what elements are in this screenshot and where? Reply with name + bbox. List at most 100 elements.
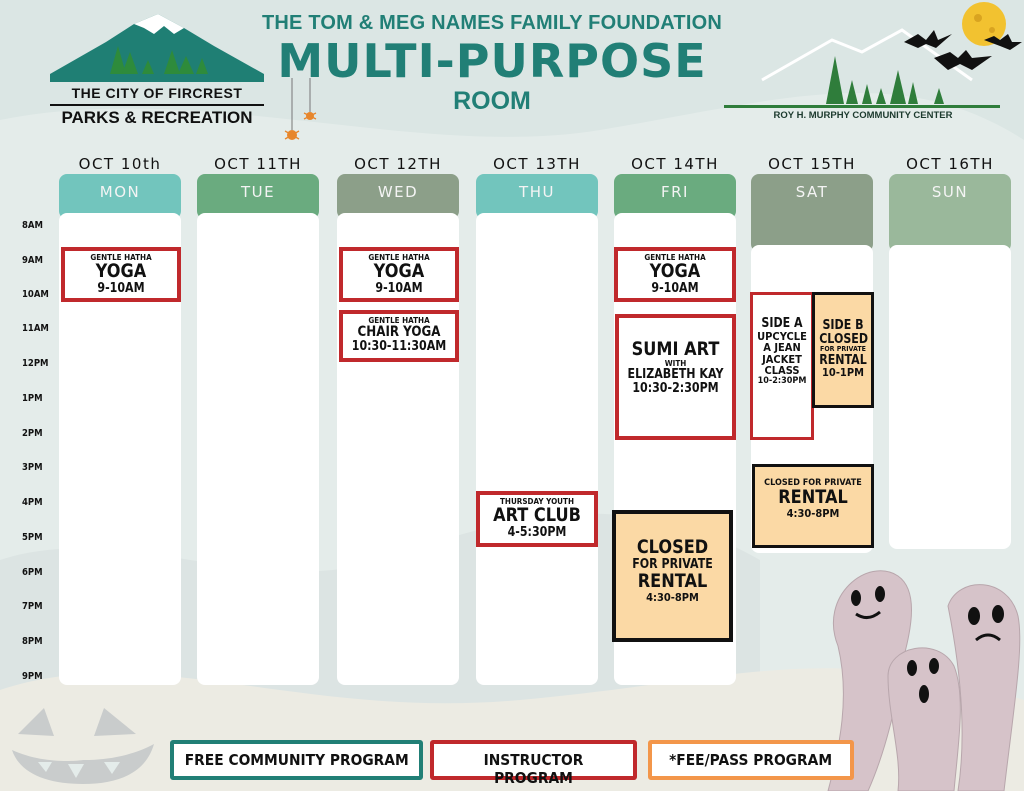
legend-label: *FEE/PASS PROGRAM: [669, 751, 833, 769]
event-subtitle: FOR PRIVATE: [632, 556, 713, 572]
event-sat-side-a[interactable]: SIDE A UPCYCLE A JEAN JACKET CLASS 10-2:…: [750, 292, 814, 440]
event-sat-closed-rental[interactable]: CLOSED FOR PRIVATE RENTAL 4:30-8PM: [752, 464, 874, 548]
hour-label: 12PM: [22, 358, 49, 369]
event-title-line: RENTAL: [637, 569, 708, 592]
hour-label: 9AM: [22, 255, 43, 266]
legend-label: INSTRUCTOR PROGRAM: [483, 751, 584, 787]
city-name: THE CITY OF FIRCREST: [71, 85, 243, 101]
legend-label: FREE COMMUNITY PROGRAM: [184, 751, 409, 769]
hour-label: 3PM: [22, 462, 43, 473]
day-body[interactable]: [889, 245, 1011, 549]
event-subtitle: CLOSED FOR PRIVATE: [764, 478, 862, 488]
legend-instructor: INSTRUCTOR PROGRAM: [430, 740, 637, 787]
legend-fee-pass: *FEE/PASS PROGRAM: [648, 740, 854, 780]
event-title: CHAIR YOGA: [357, 324, 441, 341]
day-body[interactable]: [476, 213, 598, 685]
hour-label: 1PM: [22, 393, 43, 404]
event-line: CLOSED: [819, 331, 869, 347]
hour-label: 10AM: [22, 289, 49, 300]
page-title: MULTI-PURPOSE: [277, 34, 707, 88]
event-title: ART CLUB: [493, 504, 581, 527]
hour-label: 5PM: [22, 532, 43, 543]
day-header: FRI: [614, 174, 736, 219]
event-time: 10:30-2:30PM: [632, 380, 719, 396]
day-date: OCT 15TH: [768, 155, 856, 173]
day-body[interactable]: [197, 213, 319, 685]
event-wed-yoga[interactable]: GENTLE HATHA YOGA 9-10AM: [339, 247, 459, 302]
day-date: OCT 10th: [78, 155, 162, 173]
legend-free-community: FREE COMMUNITY PROGRAM: [170, 740, 423, 780]
event-time: 10:30-11:30AM: [351, 339, 447, 355]
hour-label: 4PM: [22, 497, 43, 508]
trees-moon-bats-icon: [724, 2, 1022, 108]
day-column-wed: OCT 12TH WED: [337, 155, 459, 687]
day-column-tue: OCT 11TH TUE: [197, 155, 319, 687]
hour-label: 9PM: [22, 671, 43, 682]
day-date: OCT 16TH: [906, 155, 994, 173]
event-line: FOR PRIVATE: [820, 345, 866, 354]
event-instructor: ELIZABETH KAY: [627, 367, 724, 383]
event-fri-yoga[interactable]: GENTLE HATHA YOGA 9-10AM: [614, 247, 736, 302]
event-time: 4:30-8PM: [646, 590, 699, 604]
event-fri-sumi-art[interactable]: SUMI ART WITH ELIZABETH KAY 10:30-2:30PM: [615, 314, 736, 440]
event-line: UPCYCLE: [757, 329, 807, 343]
event-line: CLASS: [764, 364, 800, 378]
mountain-logo-icon: [50, 14, 264, 82]
event-time: 4:30-8PM: [786, 507, 840, 521]
spider-icon: [284, 78, 317, 140]
day-header: MON: [59, 174, 181, 219]
event-time: 9-10AM: [651, 281, 699, 297]
event-subtitle: THURSDAY YOUTH: [500, 497, 574, 506]
event-title: SIDE B: [822, 318, 864, 333]
jack-o-lantern-face-icon: [12, 708, 154, 784]
hour-label: 2PM: [22, 428, 43, 439]
day-date: OCT 13TH: [493, 155, 581, 173]
event-wed-chair-yoga[interactable]: GENTLE HATHA CHAIR YOGA 10:30-11:30AM: [339, 310, 459, 362]
event-mon-yoga[interactable]: GENTLE HATHA YOGA 9-10AM: [61, 247, 181, 302]
foundation-name: THE TOM & MEG NAMES FAMILY FOUNDATION: [262, 12, 723, 34]
event-with: WITH: [664, 358, 687, 368]
logo-divider: [50, 104, 264, 106]
community-center-name: ROY H. MURPHY COMMUNITY CENTER: [773, 110, 953, 121]
city-logo: THE CITY OF FIRCREST PARKS & RECREATION: [46, 12, 268, 127]
event-subtitle: GENTLE HATHA: [368, 253, 430, 262]
event-fri-closed-rental[interactable]: CLOSED FOR PRIVATE RENTAL 4:30-8PM: [612, 510, 733, 642]
day-column-mon: OCT 10th MON: [59, 155, 181, 687]
event-subtitle: GENTLE HATHA: [90, 253, 152, 262]
hour-label: 8AM: [22, 220, 43, 231]
event-time: 10-1PM: [822, 366, 864, 380]
event-time: 9-10AM: [97, 281, 145, 297]
hour-label: 8PM: [22, 636, 43, 647]
hour-label: 6PM: [22, 567, 43, 578]
event-title: RENTAL: [778, 486, 848, 509]
event-subtitle: GENTLE HATHA: [644, 253, 706, 262]
day-header: SUN: [889, 174, 1011, 252]
hour-label: 11AM: [22, 323, 49, 334]
event-title: YOGA: [95, 260, 147, 283]
event-time: 9-10AM: [375, 281, 423, 297]
title-block: THE TOM & MEG NAMES FAMILY FOUNDATION MU…: [262, 12, 722, 115]
day-header: SAT: [751, 174, 873, 252]
page-subtitle: ROOM: [453, 87, 531, 115]
event-title: SUMI ART: [631, 338, 720, 360]
event-subtitle: GENTLE HATHA: [368, 316, 430, 325]
event-title: YOGA: [373, 260, 425, 283]
event-line: RENTAL: [819, 352, 867, 368]
ghosts-icon: [827, 570, 1021, 791]
event-title: SIDE A: [761, 316, 803, 331]
event-title: CLOSED: [636, 536, 709, 558]
event-sat-side-b[interactable]: SIDE B CLOSED FOR PRIVATE RENTAL 10-1PM: [812, 292, 874, 408]
day-date: OCT 12TH: [354, 155, 442, 173]
event-thu-art-club[interactable]: THURSDAY YOUTH ART CLUB 4-5:30PM: [476, 491, 598, 547]
day-date: OCT 11TH: [214, 155, 302, 173]
day-header: THU: [476, 174, 598, 219]
event-title: YOGA: [649, 260, 701, 283]
community-center-logo: ROY H. MURPHY COMMUNITY CENTER: [722, 0, 1024, 130]
hour-label: 7PM: [22, 601, 43, 612]
day-column-thu: OCT 13TH THU: [476, 155, 598, 687]
day-header: WED: [337, 174, 459, 219]
event-line: JACKET: [762, 352, 802, 366]
event-line: A JEAN: [763, 341, 801, 355]
department-name: PARKS & RECREATION: [61, 108, 253, 127]
event-time: 10-2:30PM: [757, 375, 807, 386]
